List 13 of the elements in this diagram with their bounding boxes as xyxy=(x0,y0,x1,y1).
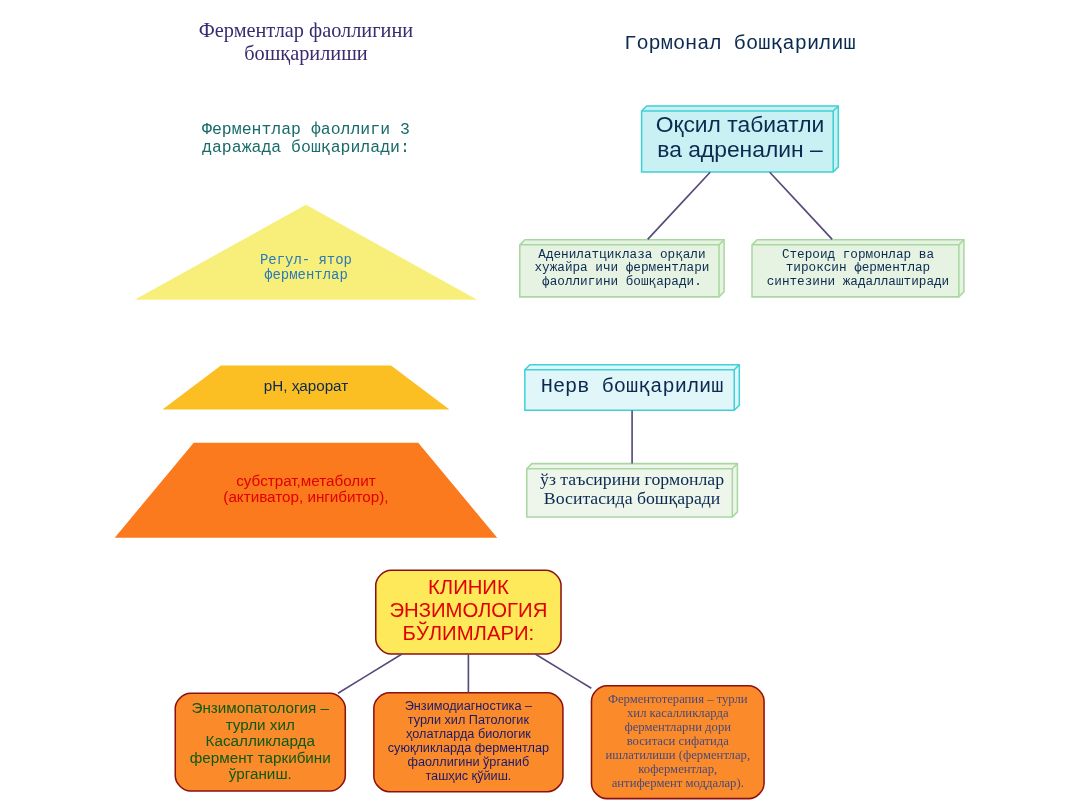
connector xyxy=(467,653,470,694)
label: Гормонал бошқарилиш xyxy=(624,31,856,55)
node-box: КЛИНИК ЭНЗИМОЛОГИЯ БЎЛИМЛАРИ: xyxy=(375,569,562,655)
node-box: Ферментотерапия – турли хил касалликларда ферментларни дори воситаси сифатида ишлатилиши (ферментлар, коферментлар, антифермент моддалар). xyxy=(590,684,765,800)
label: Ферментлар фаоллигини бошқарилиши xyxy=(198,19,414,65)
connector xyxy=(534,653,593,690)
connector xyxy=(631,409,633,465)
connector xyxy=(768,171,834,241)
connector xyxy=(337,653,403,695)
connector xyxy=(646,171,711,241)
node-box: Энзимодиагностика – турли хил Патологик ҳолатларда биологик суюқликларда ферментлар фаоллигини ўрганиб ташҳис қўйиш. xyxy=(373,691,564,793)
label: Ферментлар фаоллиги 3 даражада бошқарилади: xyxy=(202,120,410,158)
node-box: Энзимопатология – турли хил Касалликларда фермент таркибини ўрганиш. xyxy=(174,692,347,792)
